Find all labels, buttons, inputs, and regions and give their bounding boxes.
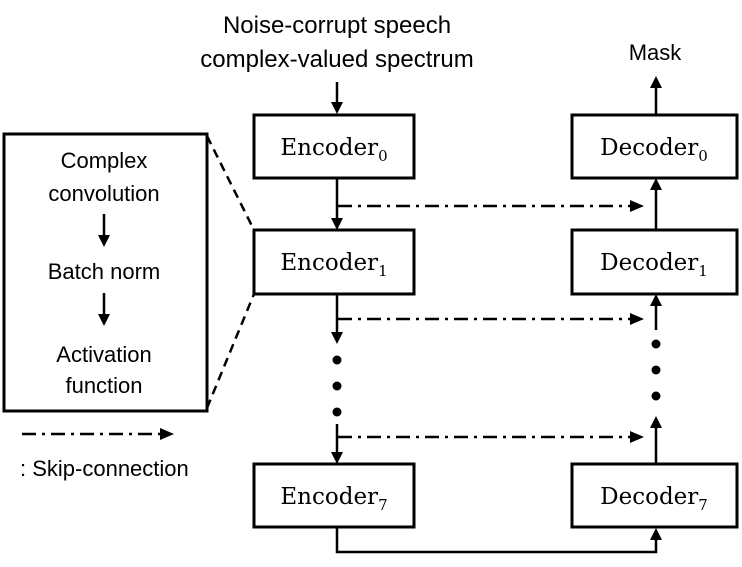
encoder-detail-box [2,132,209,413]
decoder-ellipsis-dot-2 [651,365,661,375]
decoder-1-box [570,228,739,296]
output-label: Mask [629,40,683,65]
encoder-0-block: Encoder0 [252,113,416,180]
enc0-enc1-arrow-head [331,218,343,230]
encoder-1-label: Encoder1 [280,250,387,280]
dec-to-dec1-arrow-head [650,294,662,306]
decoder-7-box [570,462,739,529]
detail-arrow-2-head [98,314,110,326]
input-arrow-head [331,102,343,114]
decoder-1-label: Decoder1 [600,250,708,280]
legend-skip-label: : Skip-connection [20,456,189,481]
encoder-ellipsis-dot-1 [332,355,342,365]
decoder-7-block: Decoder7 [570,462,739,529]
detail-step3-line1: Activation [56,342,151,367]
detail-arrow-1-head [98,235,110,247]
enc-to-enc7-arrow-head [331,452,343,464]
detail-step2: Batch norm [48,259,161,284]
bottleneck-arrow-head [650,528,662,540]
skip-connection-7-head [630,431,644,443]
encoder-7-label: Encoder7 [280,484,387,514]
detail-step3-line2: function [65,373,142,398]
input-label-line1: Noise-corrupt speech [223,12,451,39]
detail-step1-line1: Complex [61,148,148,173]
encoder-1-box [252,228,416,296]
decoder-0-label: Decoder0 [600,135,708,165]
output-arrow-head [650,76,662,88]
decoder-1-block: Decoder1 [570,228,739,296]
encoder-7-box [252,462,416,529]
decoder-ellipsis-dot-3 [651,391,661,401]
zoom-line-top [205,135,256,231]
encoder-0-label: Encoder0 [280,135,387,165]
dec1-dec0-arrow-head [650,178,662,190]
legend-skip-arrow-head [160,428,174,440]
skip-connection-1-head [630,313,644,325]
decoder-7-label: Decoder7 [600,484,708,514]
encoder-7-block: Encoder7 [252,462,416,529]
dec7-up-arrow-head [650,416,662,428]
decoder-ellipsis-dot-1 [651,339,661,349]
input-label-line2: complex-valued spectrum [200,46,473,73]
encoder-1-block: Encoder1 [252,228,416,296]
decoder-0-box [570,113,739,180]
encoder-ellipsis-dot-3 [332,407,342,417]
skip-connection-0-head [630,200,644,212]
detail-step1-line2: convolution [48,181,159,206]
zoom-line-bottom [205,293,256,409]
decoder-0-block: Decoder0 [570,113,739,180]
encoder-ellipsis-dot-2 [332,381,342,391]
bottleneck-connector [335,527,658,554]
encoder-0-box [252,113,416,180]
enc1-down-arrow-head [331,332,343,344]
